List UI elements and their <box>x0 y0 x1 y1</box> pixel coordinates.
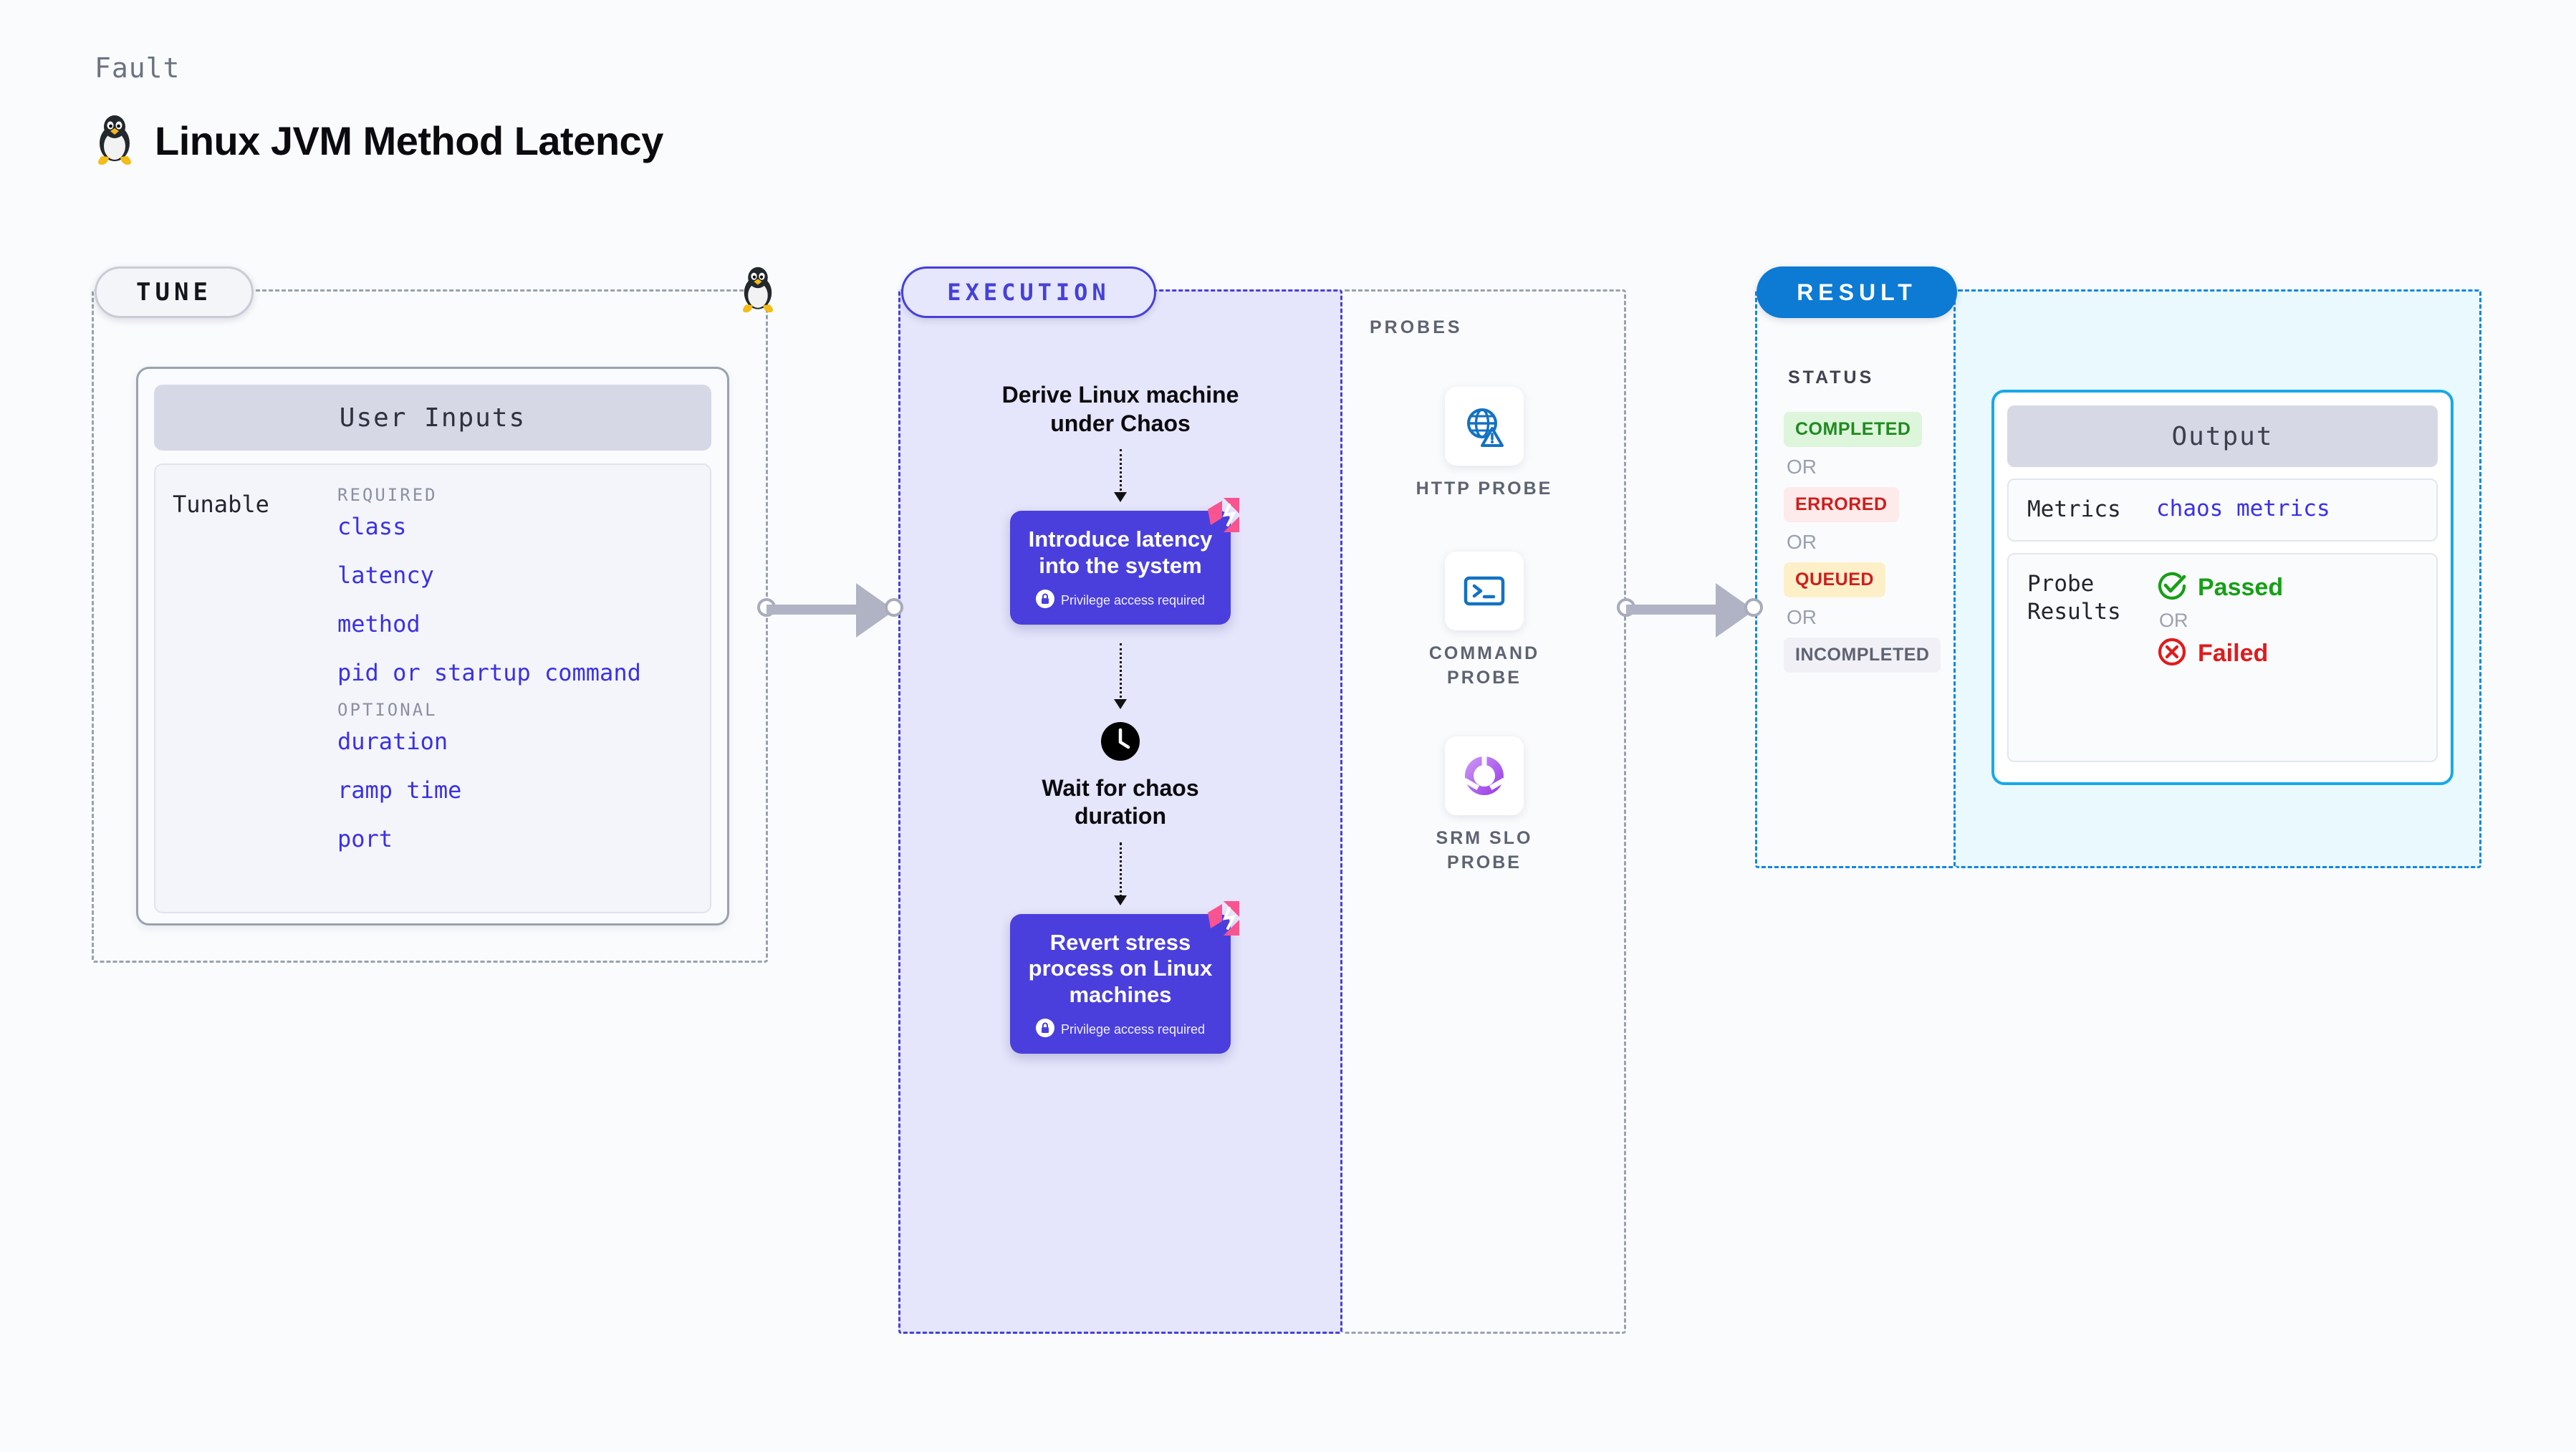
probe-result-failed: Failed <box>2156 636 2283 671</box>
probe-result-or: OR <box>2159 609 2188 631</box>
tune-region <box>92 289 768 963</box>
terminal-icon <box>1445 552 1524 630</box>
chaos-litmus-icon <box>1203 900 1244 941</box>
stage-pill-execution[interactable]: EXECUTION <box>901 266 1156 318</box>
status-list: COMPLETED OR ERRORED OR QUEUED OR INCOMP… <box>1784 412 1941 673</box>
check-circle-icon <box>2156 570 2188 605</box>
status-badge-queued: QUEUED <box>1784 562 1885 597</box>
required-group-label: REQUIRED <box>337 485 438 505</box>
probe-srm-slo-label: SRM SLO PROBE <box>1436 828 1533 872</box>
probes-title: PROBES <box>1370 317 1463 337</box>
flow-arrow-3 <box>1114 842 1127 905</box>
privilege-text-1: Privilege access required <box>1060 592 1206 607</box>
output-title: Output <box>2007 405 2438 467</box>
stage-pill-tune[interactable]: TUNE <box>95 266 254 318</box>
output-metrics-value[interactable]: chaos metrics <box>2156 496 2330 521</box>
output-metrics-key: Metrics <box>2027 496 2121 522</box>
flow-arrow-1 <box>1114 449 1127 503</box>
status-or-2: OR <box>1787 531 1817 553</box>
privilege-notice-1: Privilege access required <box>1023 589 1218 612</box>
lock-icon <box>1035 589 1054 612</box>
probe-srm-slo[interactable]: SRM SLO PROBE <box>1413 736 1556 875</box>
clock-icon <box>1100 721 1141 766</box>
lock-icon <box>1035 1018 1054 1041</box>
status-badge-errored: ERRORED <box>1784 487 1899 522</box>
flow-arrow-2 <box>1114 643 1127 709</box>
tunable-class[interactable]: class <box>337 513 407 540</box>
probe-passed-label: Passed <box>2198 573 2284 601</box>
stage-pill-result[interactable]: RESULT <box>1756 266 1957 318</box>
privilege-notice-2: Privilege access required <box>1023 1018 1218 1041</box>
status-badge-incompleted: INCOMPLETED <box>1784 638 1941 673</box>
linux-penguin-corner-icon <box>738 266 778 317</box>
tunable-row-label: Tunable <box>173 491 269 518</box>
tunable-method[interactable]: method <box>337 610 420 638</box>
x-circle-icon <box>2156 636 2188 671</box>
chaos-litmus-icon <box>1203 496 1244 537</box>
privilege-text-2: Privilege access required <box>1060 1021 1206 1037</box>
probe-http-label: HTTP PROBE <box>1416 479 1553 499</box>
fault-title-row: Linux JVM Method Latency <box>93 115 663 166</box>
tunable-pid-or-startup-command[interactable]: pid or startup command <box>337 659 641 686</box>
fault-kicker: Fault <box>95 52 181 84</box>
tunable-latency[interactable]: latency <box>337 562 434 589</box>
user-inputs-card: User Inputs Tunable REQUIRED class laten… <box>136 367 729 925</box>
donut-check-icon <box>1445 736 1524 815</box>
user-inputs-title: User Inputs <box>154 385 711 451</box>
output-metrics-row: Metrics chaos metrics <box>2007 479 2438 542</box>
probe-failed-label: Failed <box>2198 639 2269 667</box>
status-or-3: OR <box>1787 606 1817 628</box>
probe-command-label: COMMAND PROBE <box>1428 643 1540 688</box>
status-badge-completed: COMPLETED <box>1784 412 1923 447</box>
optional-group-label: OPTIONAL <box>337 700 438 720</box>
tunable-port[interactable]: port <box>337 825 393 852</box>
probe-http[interactable]: HTTP PROBE <box>1413 387 1556 501</box>
probe-command[interactable]: COMMAND PROBE <box>1413 552 1556 691</box>
tunable-duration[interactable]: duration <box>337 728 448 755</box>
linux-penguin-icon <box>93 115 136 166</box>
tunable-ramp-time[interactable]: ramp time <box>337 777 462 804</box>
page-title: Linux JVM Method Latency <box>155 117 663 163</box>
status-title: STATUS <box>1788 367 1875 388</box>
globe-warning-icon <box>1445 387 1524 466</box>
tunable-table: Tunable REQUIRED class latency method pi… <box>154 463 711 913</box>
probe-result-passed: Passed <box>2156 570 2283 605</box>
status-or-1: OR <box>1787 456 1817 478</box>
